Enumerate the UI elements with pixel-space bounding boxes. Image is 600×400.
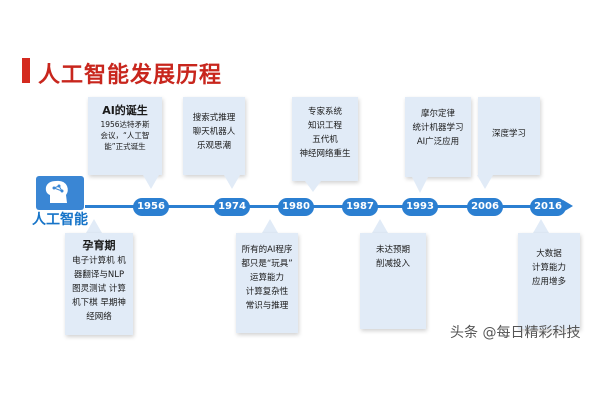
- card-pointer: [86, 219, 102, 233]
- card-pointer: [477, 175, 493, 189]
- event-card-1974-bottom: 所有的AI程序 都只是“玩具” 运算能力 计算复杂性 常识与推理: [236, 233, 298, 333]
- title-accent-bar: [22, 58, 30, 83]
- card-line: 会议，“人工智: [100, 131, 150, 140]
- card-line: 知识工程: [307, 121, 342, 131]
- card-line: 器翻译与NLP: [73, 270, 125, 280]
- card-line: 大数据: [536, 249, 562, 259]
- card-line: 常识与推理: [245, 301, 289, 311]
- event-card-1987-bottom: 未达预期 削减投入: [360, 233, 426, 329]
- event-card-gestation: 孕育期 电子计算机 机 器翻译与NLP 图灵测试 计算 机下棋 早期神 经网络: [65, 233, 133, 335]
- card-pointer: [262, 219, 278, 233]
- event-card-2016-bottom: 大数据 计算能力 应用增多: [518, 233, 580, 329]
- card-line: 都只是“玩具”: [241, 259, 293, 269]
- card-line: 1956达特矛斯: [100, 120, 150, 129]
- watermark: 头条 @每日精彩科技: [450, 325, 581, 341]
- event-card-1974: 搜索式推理 聊天机器人 乐观思潮: [183, 97, 245, 175]
- year-node: 1987: [342, 198, 378, 216]
- card-line: 乐观思潮: [196, 141, 231, 151]
- card-line: 电子计算机 机: [72, 256, 126, 266]
- year-node: 2016: [530, 198, 566, 216]
- card-line: 运算能力: [249, 273, 284, 283]
- card-line: 计算能力: [531, 263, 566, 273]
- card-line: 图灵测试 计算: [72, 284, 126, 294]
- card-title: 孕育期: [82, 239, 116, 252]
- card-line: 削减投入: [375, 259, 410, 269]
- card-line: 统计机器学习: [412, 123, 464, 133]
- card-pointer: [143, 175, 159, 189]
- card-line: 神经网络重生: [299, 149, 351, 159]
- card-title: AI的诞生: [102, 104, 148, 117]
- card-line: 机下棋 早期神: [72, 298, 126, 308]
- card-pointer: [533, 219, 549, 233]
- card-line: 应用增多: [531, 277, 566, 287]
- timeline-arrow: [563, 200, 573, 212]
- card-line: 能”正式诞生: [104, 142, 146, 151]
- timeline-axis: [85, 205, 565, 208]
- card-pointer: [224, 175, 240, 189]
- card-line: 聊天机器人: [192, 127, 236, 137]
- card-line: 五代机: [312, 135, 338, 145]
- year-node: 1993: [402, 198, 438, 216]
- card-line: 经网络: [86, 312, 112, 322]
- card-pointer: [305, 181, 321, 192]
- event-card-1980: 专家系统 知识工程 五代机 神经网络重生: [292, 97, 358, 181]
- event-card-1993: 摩尔定律 统计机器学习 AI广泛应用: [405, 97, 471, 177]
- year-node: 2006: [467, 198, 503, 216]
- year-node: 1956: [133, 198, 169, 216]
- brand-label: 人工智能: [32, 212, 88, 228]
- brain-icon: [36, 176, 84, 210]
- card-pointer: [412, 177, 428, 193]
- card-line: AI广泛应用: [416, 137, 460, 147]
- card-line: 搜索式推理: [192, 113, 236, 123]
- card-line: 未达预期: [375, 245, 410, 255]
- card-line: 计算复杂性: [245, 287, 289, 297]
- event-card-2006: 深度学习: [478, 97, 540, 175]
- page-title: 人工智能发展历程: [38, 63, 223, 88]
- year-node: 1974: [214, 198, 250, 216]
- event-card-1956: AI的诞生 1956达特矛斯 会议，“人工智 能”正式诞生: [88, 97, 162, 175]
- card-line: 深度学习: [491, 129, 526, 139]
- card-line: 所有的AI程序: [241, 245, 293, 255]
- card-pointer: [372, 219, 388, 233]
- year-node: 1980: [278, 198, 314, 216]
- card-line: 摩尔定律: [420, 109, 455, 119]
- card-line: 专家系统: [307, 107, 342, 117]
